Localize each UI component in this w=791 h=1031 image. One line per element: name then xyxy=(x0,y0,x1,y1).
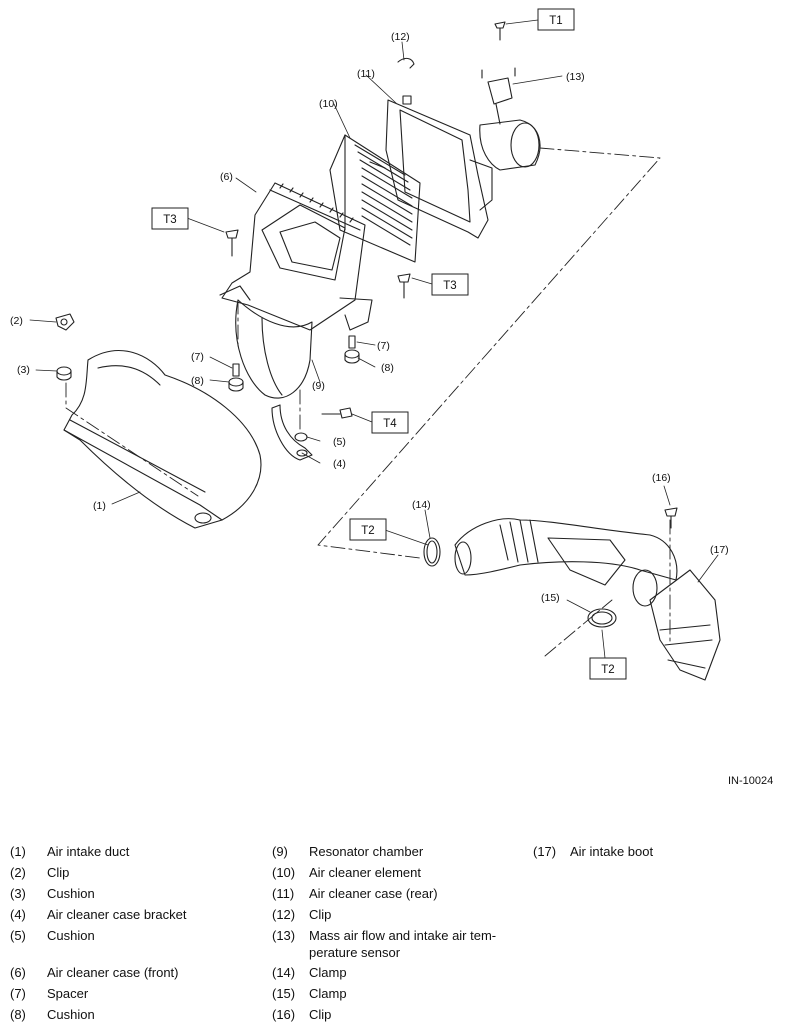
clip-12 xyxy=(397,57,415,69)
cushion-8-right xyxy=(344,349,360,364)
callout-11: (11) xyxy=(357,68,375,80)
callout-17: (17) xyxy=(710,544,729,556)
torque-label-t3-left: T3 xyxy=(151,207,189,230)
cushion-3 xyxy=(56,366,72,381)
svg-text:T2: T2 xyxy=(601,664,614,676)
bolt-t1 xyxy=(494,21,506,41)
parts-legend: (1)Air intake duct (2)Clip (3)Cushion (4… xyxy=(10,844,654,1022)
clip-16 xyxy=(664,507,678,529)
callout-7-right: (7) xyxy=(377,340,390,352)
bolt-t3-right xyxy=(397,273,411,299)
svg-text:T3: T3 xyxy=(163,214,176,226)
leader-lines xyxy=(29,19,719,659)
bolt-t3-left xyxy=(225,229,239,257)
callout-1: (1) xyxy=(93,500,106,512)
resonator-chamber xyxy=(235,299,313,399)
callout-15: (15) xyxy=(541,592,560,604)
svg-text:T4: T4 xyxy=(383,418,397,430)
air-cleaner-element xyxy=(329,134,421,263)
phantom-lines xyxy=(65,147,671,657)
callout-8-right: (8) xyxy=(381,362,394,374)
svg-text:T3: T3 xyxy=(443,280,456,292)
exploded-parts-diagram: T1 T3 T3 T4 T2 T2 (1) (2) (3) (4) (5) (6… xyxy=(10,8,729,681)
callout-6: (6) xyxy=(220,171,233,183)
torque-label-t4: T4 xyxy=(371,411,409,434)
spacer-7-right xyxy=(348,335,356,349)
callout-7-left: (7) xyxy=(191,351,204,363)
cushion-5 xyxy=(294,432,308,442)
air-intake-boot-17 xyxy=(649,569,721,681)
callout-9: (9) xyxy=(312,380,325,392)
cushion-8-left xyxy=(228,377,244,392)
callout-10: (10) xyxy=(319,98,338,110)
torque-label-t1: T1 xyxy=(537,8,575,31)
mass-air-flow-sensor xyxy=(479,67,541,171)
air-cleaner-case-front xyxy=(219,182,373,331)
callout-5: (5) xyxy=(333,436,346,448)
callout-2: (2) xyxy=(10,315,23,327)
torque-label-t2-left: T2 xyxy=(349,518,387,541)
torque-label-t3-right: T3 xyxy=(431,273,469,296)
svg-text:T1: T1 xyxy=(549,15,562,27)
callout-3: (3) xyxy=(17,364,30,376)
spacer-7-left xyxy=(232,363,240,377)
air-intake-duct xyxy=(63,350,262,529)
clip-2 xyxy=(55,313,75,331)
callout-13: (13) xyxy=(566,71,585,83)
figure-id: IN-10024 xyxy=(728,775,774,787)
clamp-14 xyxy=(423,537,441,567)
bolt-t4 xyxy=(321,407,353,419)
intake-tube xyxy=(454,518,678,607)
callout-labels: (1) (2) (3) (4) (5) (6) (7) (7) (8) (8) … xyxy=(10,31,729,604)
clamp-15 xyxy=(587,608,617,628)
air-cleaner-case-rear xyxy=(385,95,493,239)
air-cleaner-case-bracket xyxy=(271,404,313,461)
callout-4: (4) xyxy=(333,458,346,470)
svg-text:T2: T2 xyxy=(361,525,374,537)
callout-12: (12) xyxy=(391,31,410,43)
callout-14: (14) xyxy=(412,499,431,511)
callout-16: (16) xyxy=(652,472,671,484)
torque-label-t2-right: T2 xyxy=(589,657,627,680)
callout-8-left: (8) xyxy=(191,375,204,387)
